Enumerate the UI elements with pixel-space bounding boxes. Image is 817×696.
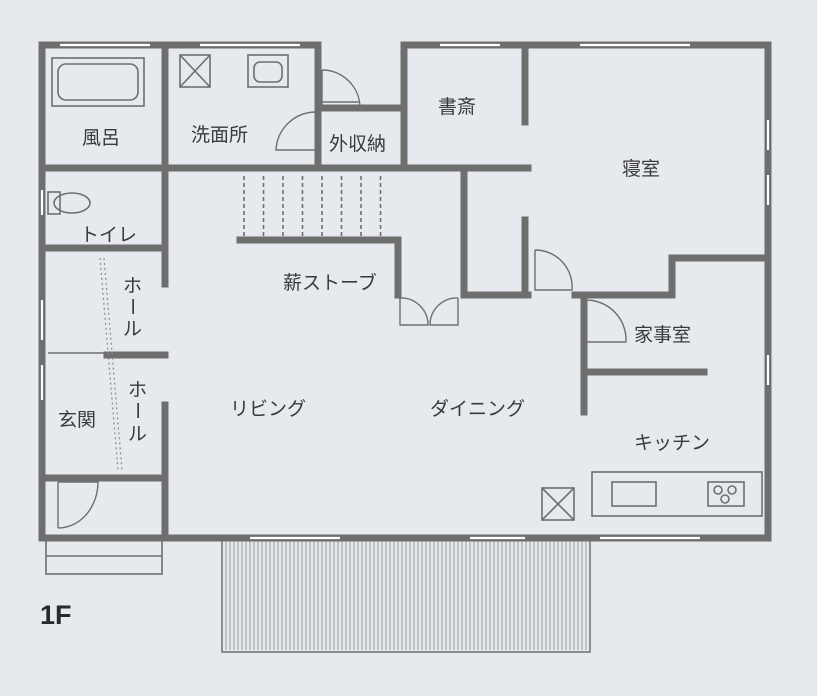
room-label-bedroom: 寝室 [622,158,660,180]
floor-label: 1F [40,600,72,630]
room-label-washroom: 洗面所 [191,124,248,146]
room-label-study: 書斎 [438,96,476,118]
wood-deck [221,537,591,653]
room-label-hall-upper-2: ー [121,297,143,316]
fixtures [47,54,763,521]
room-label-utility-room: 家事室 [634,324,691,346]
room-label-hall-lower-1: ホ [128,379,147,401]
entrance-steps [45,537,163,575]
room-label-kitchen: キッチン [634,432,710,454]
room-label-toilet: トイレ [80,224,137,246]
room-label-entrance: 玄関 [58,409,96,431]
room-label-outdoor-storage: 外収納 [329,133,386,155]
room-label-hall-upper-1: ホ [123,275,142,297]
windows [40,43,770,540]
staircase [243,176,382,236]
walls [38,41,772,542]
room-label-dining: ダイニング [430,398,525,420]
room-label-hall-lower-3: ル [128,423,147,445]
doors [57,69,627,529]
room-label-hall-upper-3: ル [123,318,142,340]
room-label-hall-lower-2: ー [126,401,148,420]
room-labels: 風呂 洗面所 外収納 書斎 寝室 トイレ ホ ー ル ホ ー ル 玄関 薪ストー… [40,96,710,630]
room-label-living: リビング [230,398,306,420]
room-label-bath: 風呂 [82,127,120,149]
room-label-wood-stove: 薪ストーブ [283,271,377,294]
